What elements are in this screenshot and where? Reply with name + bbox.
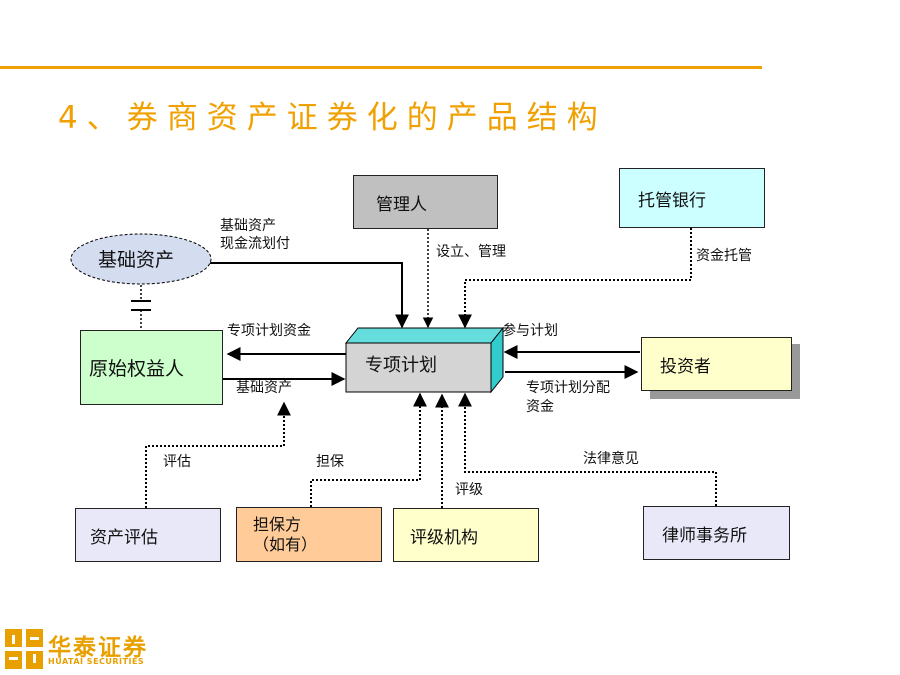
node-investor-label: 投资者 [660, 356, 711, 377]
node-originator: 原始权益人 [80, 330, 223, 405]
node-guarantor-label-line2: （如有） [253, 534, 318, 554]
node-manager: 管理人 [353, 175, 498, 229]
label-guarantee: 担保 [316, 454, 344, 470]
label-legal-opinion: 法律意见 [583, 451, 639, 467]
label-plan-funds: 专项计划资金 [227, 323, 311, 339]
node-rating-agency: 评级机构 [393, 508, 539, 562]
node-investor: 投资者 [641, 337, 792, 391]
edge-legal-opinion [458, 392, 717, 506]
label-setup-manage: 设立、管理 [436, 244, 506, 260]
node-law-firm: 律师事务所 [643, 506, 790, 560]
edge-fund-custody [458, 228, 692, 329]
node-custodian-bank-label: 托管银行 [638, 190, 706, 211]
node-asset-appraisal: 资产评估 [75, 508, 221, 562]
label-appraisal: 评估 [163, 454, 191, 470]
logo-emblem-icon [5, 629, 43, 669]
label-asset-transfer: 基础资产 [236, 380, 292, 396]
top-rule [0, 66, 762, 69]
edge-guarantee [310, 392, 427, 507]
node-underlying-asset-shape [70, 233, 212, 285]
label-cashflow-line1: 基础资产 [220, 218, 276, 234]
node-rating-agency-label: 评级机构 [410, 527, 478, 548]
label-distribution-line1: 专项计划分配 [526, 380, 610, 396]
node-law-firm-label: 律师事务所 [662, 525, 747, 546]
node-special-plan-label: 专项计划 [365, 355, 437, 376]
node-underlying-asset-label: 基础资产 [98, 249, 175, 271]
label-rating: 评级 [455, 482, 483, 498]
node-custodian-bank: 托管银行 [619, 168, 765, 228]
node-asset-appraisal-label: 资产评估 [90, 527, 158, 548]
page-title: 4、券商资产证券化的产品结构 [58, 100, 607, 136]
edge-cashflow [200, 262, 409, 329]
plan-box-front [345, 342, 492, 393]
label-distribution-line2: 资金 [526, 399, 554, 415]
label-fund-custody: 资金托管 [696, 248, 752, 264]
logo-cn-text: 华泰证券 [48, 635, 148, 661]
label-participate: 参与计划 [502, 323, 558, 339]
label-cashflow-line2: 现金流划付 [220, 236, 290, 252]
node-guarantor-label-line1: 担保方 [253, 514, 302, 534]
brand-logo: 华泰证券 HUATAI SECURITIES [5, 628, 146, 670]
node-guarantor: 担保方 （如有） [236, 507, 382, 562]
edge-appraisal [145, 401, 291, 508]
plan-box-top [344, 327, 505, 344]
node-originator-label: 原始权益人 [89, 358, 185, 380]
logo-en-text: HUATAI SECURITIES [48, 657, 145, 666]
node-manager-label: 管理人 [376, 194, 427, 215]
